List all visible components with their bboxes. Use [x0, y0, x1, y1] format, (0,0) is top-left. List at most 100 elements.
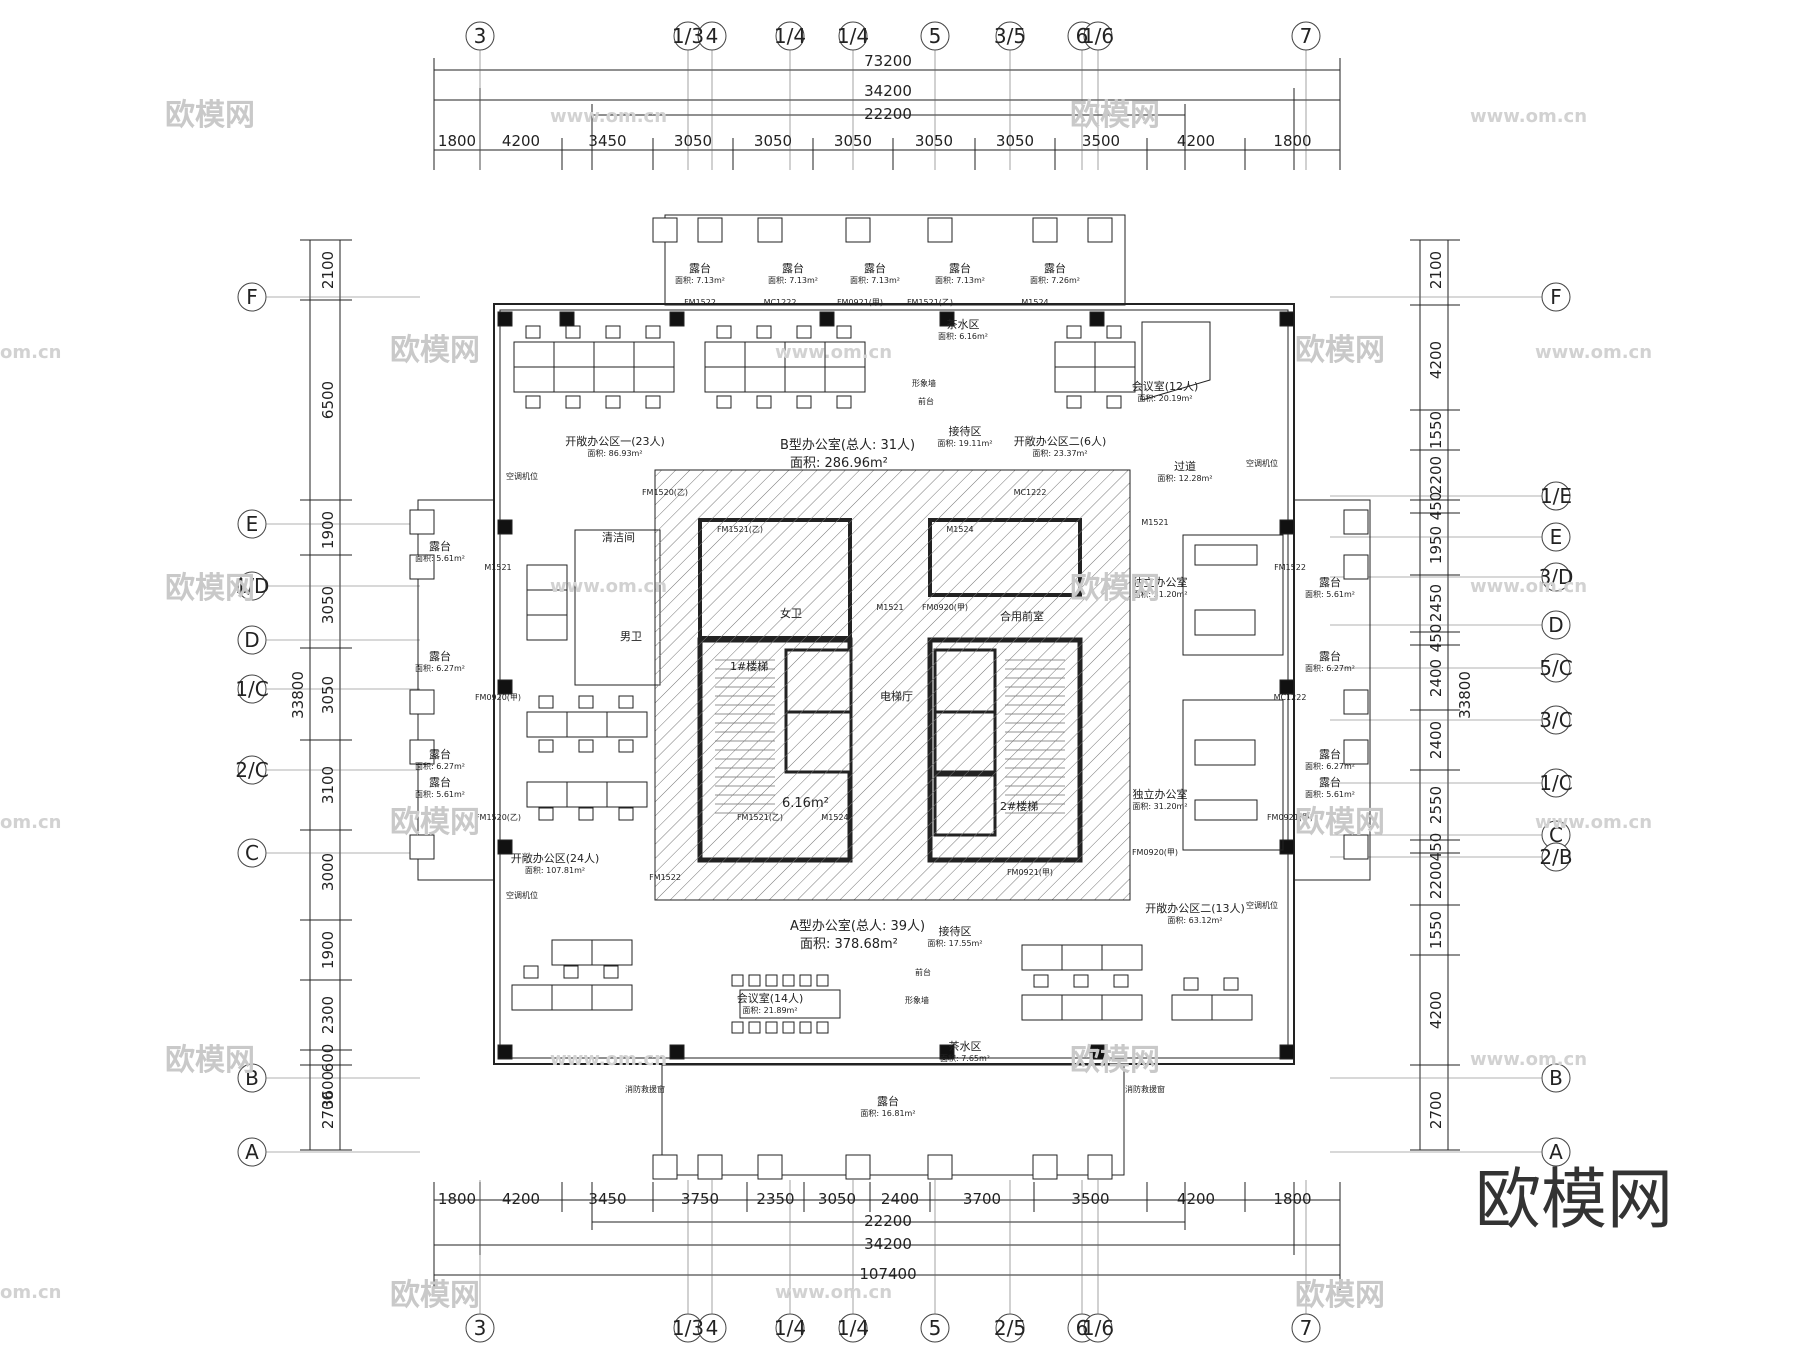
watermark-url: www.om.cn — [1470, 576, 1587, 597]
watermark: 欧模网 — [390, 805, 480, 840]
watermark-url: www.om.cn — [550, 106, 667, 127]
chair — [565, 395, 581, 409]
watermark-url: www.om.cn — [550, 576, 667, 597]
chair — [565, 325, 581, 339]
dim-bottom-seg: 2350 — [756, 1190, 794, 1208]
dim-left-seg: 600 — [319, 1044, 337, 1073]
column — [409, 554, 435, 580]
dim-right-seg: 1550 — [1427, 411, 1445, 449]
chair — [645, 395, 661, 409]
lift-hall-label: 电梯厅 — [880, 690, 913, 703]
room-name: 开敞办公区一(23人) — [565, 434, 665, 448]
room-area: 面积: 107.81m² — [525, 865, 585, 875]
desk — [1211, 994, 1253, 1021]
axis-label-right: A — [1549, 1140, 1563, 1164]
dim-right-seg: 1950 — [1427, 526, 1445, 564]
room-name: 茶水区 — [947, 318, 980, 331]
desk — [704, 366, 746, 393]
room-area: 面积: 7.65m² — [940, 1053, 990, 1063]
room-name: 开敞办公区(24人) — [511, 851, 600, 865]
structural-column — [497, 1044, 513, 1060]
door-tag: FM0920(甲) — [475, 693, 521, 702]
chair — [796, 325, 812, 339]
room-name: 茶水区 — [949, 1040, 982, 1053]
chair — [618, 739, 634, 753]
desk — [1094, 341, 1136, 368]
desk — [633, 366, 675, 393]
dim-bottom-mid: 34200 — [864, 1235, 912, 1253]
axis-label-left: 1/C — [235, 677, 268, 701]
axis-label-right: C — [1549, 823, 1563, 847]
axis-label-bottom: 1/4 — [837, 1316, 869, 1340]
axis-label-bottom: 5 — [929, 1316, 942, 1340]
chair — [836, 325, 852, 339]
desk — [526, 564, 568, 591]
desk — [784, 366, 826, 393]
room-area: 面积: 7.13m² — [768, 275, 818, 285]
axis-label-right: 5/C — [1539, 656, 1572, 680]
column — [927, 217, 953, 243]
column — [757, 217, 783, 243]
column — [409, 834, 435, 860]
chair — [716, 395, 732, 409]
dim-top-seg: 3050 — [754, 132, 792, 150]
chair — [563, 965, 579, 979]
door-tag: M1521 — [484, 563, 511, 572]
column — [652, 1154, 678, 1180]
axis-label-right: 1/C — [1539, 771, 1572, 795]
watermark: 欧模网 — [390, 333, 480, 368]
room-area: 面积: 5.61m² — [415, 553, 465, 563]
room-name: 会议室(14人) — [737, 991, 804, 1005]
door-tag: M1524 — [946, 525, 973, 534]
axis-label-bottom: 1/6 — [1082, 1316, 1114, 1340]
dim-left-seg: 3050 — [319, 586, 337, 624]
core-labels: B型办公室(总人: 31人) 面积: 286.96m² A型办公室(总人: 39… — [506, 378, 1673, 1238]
structural-column — [819, 311, 835, 327]
office-b-title: B型办公室(总人: 31人) — [780, 437, 915, 453]
chair — [538, 807, 554, 821]
dim-bottom-seg: 2400 — [881, 1190, 919, 1208]
dim-bottom-seg: 3750 — [681, 1190, 719, 1208]
axis-label-left: F — [246, 285, 258, 309]
structural-column — [559, 311, 575, 327]
door-tag: M1521 — [1141, 518, 1168, 527]
room-area: 面积: 7.13m² — [935, 275, 985, 285]
chair — [1223, 977, 1239, 991]
room-area: 面积: 21.89m² — [742, 1005, 797, 1015]
column — [1343, 689, 1369, 715]
desk — [1054, 341, 1096, 368]
room-name: 露台 — [429, 539, 451, 553]
dim-right-seg: 2200 — [1427, 861, 1445, 899]
core-area — [654, 469, 1131, 901]
axis-label-bottom: 4 — [706, 1316, 719, 1340]
dim-right-total: 33800 — [1456, 671, 1474, 719]
axis-label-top: 1/6 — [1082, 24, 1114, 48]
watermark: 欧模网 — [1295, 1278, 1385, 1313]
desk — [526, 589, 568, 616]
room-name: 露台 — [1319, 575, 1341, 589]
dim-right-seg: 4200 — [1427, 341, 1445, 379]
watermark-url: www.om.cn — [775, 1282, 892, 1303]
structural-column — [497, 311, 513, 327]
desk — [526, 781, 568, 808]
axis-label-top: 7 — [1300, 24, 1313, 48]
column — [1343, 509, 1369, 535]
column — [652, 217, 678, 243]
desk — [1171, 994, 1213, 1021]
desk — [593, 341, 635, 368]
dim-top-seg: 1800 — [1273, 132, 1311, 150]
dim-left-seg: 2100 — [319, 251, 337, 289]
column — [1087, 217, 1113, 243]
ac-unit-label: 空调机位 — [506, 890, 538, 900]
desk — [1194, 609, 1256, 636]
chair — [796, 395, 812, 409]
structural-column — [939, 311, 955, 327]
desk — [824, 341, 866, 368]
desk — [513, 341, 555, 368]
dim-top-seg: 3050 — [996, 132, 1034, 150]
chair — [578, 739, 594, 753]
desk — [1094, 366, 1136, 393]
office-a-area: 面积: 378.68m² — [800, 937, 898, 952]
chair — [1113, 974, 1129, 988]
desk — [1101, 994, 1143, 1021]
